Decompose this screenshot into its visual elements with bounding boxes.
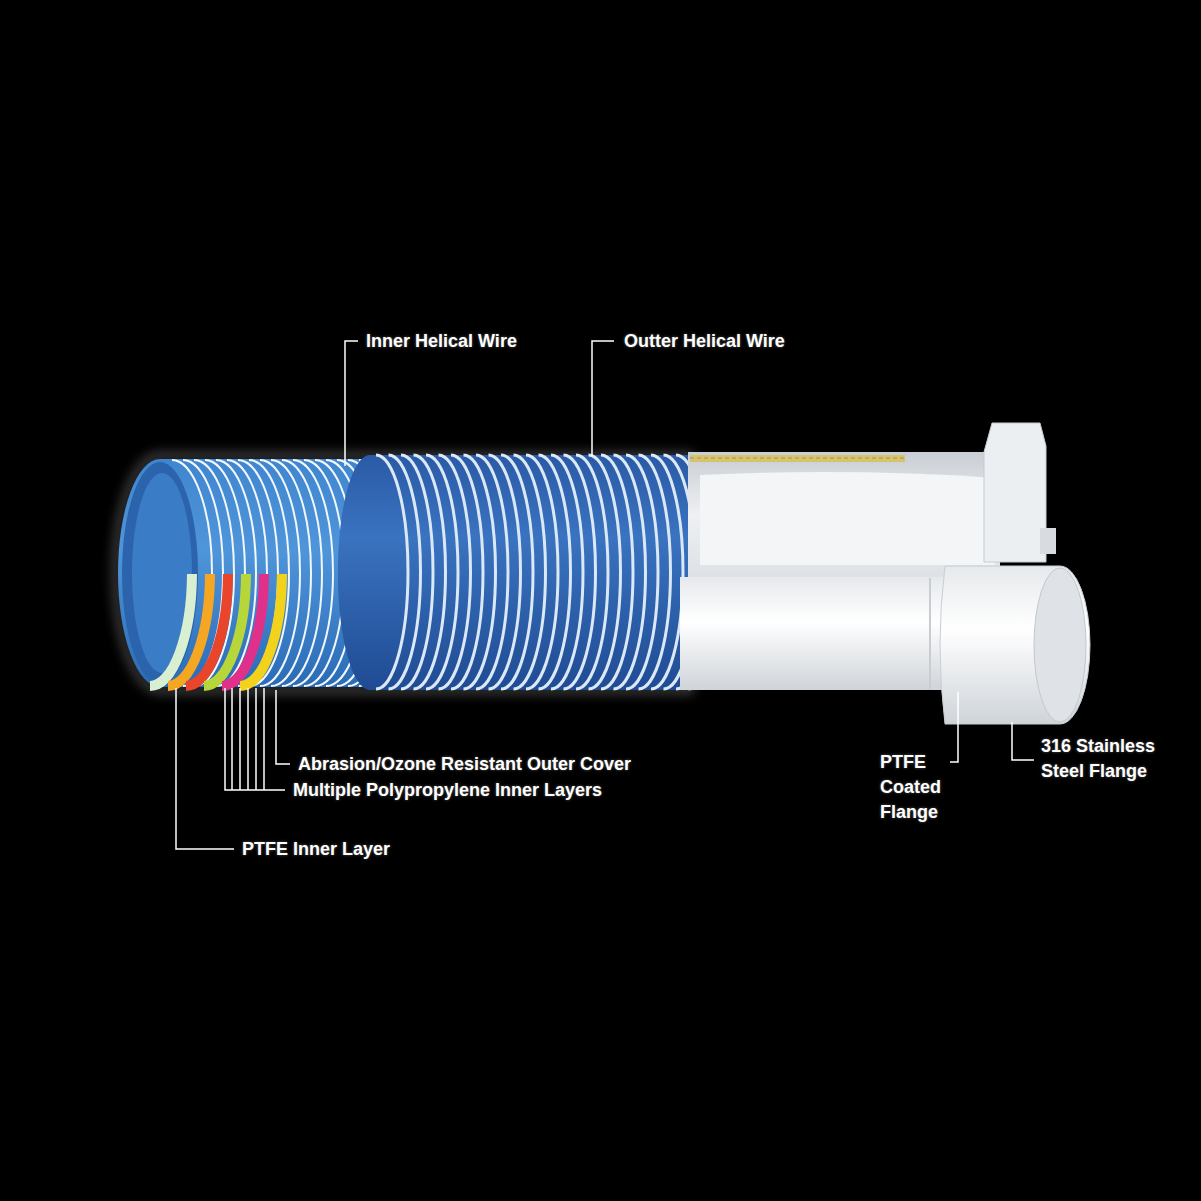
layer-strip-line	[690, 458, 905, 459]
wire-coil	[626, 455, 658, 689]
wire-coil	[539, 455, 571, 689]
layer-strip	[690, 455, 905, 462]
wire-coil	[414, 455, 446, 689]
wire-coil	[401, 455, 433, 689]
part-label: 316 Stainless Steel Flange	[1041, 734, 1191, 784]
fitting-flange-top	[984, 423, 1046, 562]
inner-hose	[118, 459, 370, 687]
wire-coil	[439, 455, 471, 689]
outer-cover	[338, 455, 692, 690]
leader-line	[247, 688, 249, 790]
wire-coil	[526, 455, 558, 689]
part-label: PTFE Coated Flange	[880, 750, 946, 825]
wire-coil	[551, 455, 583, 689]
part-label: Inner Helical Wire	[366, 329, 586, 354]
flange-seam	[929, 578, 931, 690]
layer-label: Multiple Polypropylene Inner Layers	[293, 778, 713, 803]
leader-line	[255, 688, 257, 790]
wire-coil	[271, 460, 311, 686]
outer-helical-wire	[376, 455, 721, 689]
leader-line	[176, 688, 234, 849]
flange-tab	[1040, 528, 1056, 554]
flange-face	[1034, 568, 1086, 722]
cutaway-layers	[150, 574, 282, 686]
wire-coil	[426, 455, 458, 689]
fitting-bore	[700, 472, 995, 565]
leader-lines	[176, 341, 1034, 849]
leader-line	[592, 341, 614, 456]
leader-line	[231, 688, 233, 790]
wire-coil	[389, 455, 421, 689]
leader-line	[225, 688, 285, 790]
wire-coil	[476, 455, 508, 689]
fitting-cut	[688, 452, 1000, 578]
wire-coil	[451, 455, 483, 689]
leader-line	[950, 692, 958, 762]
wire-coil	[589, 455, 621, 689]
part-label: Outter Helical Wire	[624, 329, 844, 354]
leader-line	[276, 690, 290, 764]
wire-coil	[639, 455, 671, 689]
leader-line	[239, 688, 241, 790]
hose-layer	[240, 574, 282, 686]
leader-line	[263, 688, 265, 790]
wire-coil	[651, 455, 683, 689]
stainless-flange	[940, 566, 1090, 724]
leader-line	[345, 341, 358, 466]
wire-coil	[614, 455, 646, 689]
wire-coil	[501, 455, 533, 689]
leader-line	[1012, 722, 1034, 760]
layer-label: Abrasion/Ozone Resistant Outer Cover	[298, 752, 718, 777]
wire-coil	[601, 455, 633, 689]
wire-coil	[464, 455, 496, 689]
hose-opening	[122, 462, 198, 684]
layer-label: PTFE Inner Layer	[242, 837, 482, 862]
ptfe-coated-flange	[680, 577, 945, 690]
wire-coil	[293, 460, 333, 686]
wire-coil	[489, 455, 521, 689]
wire-coil	[376, 455, 408, 689]
wire-coil	[514, 455, 546, 689]
wire-coil	[576, 455, 608, 689]
wire-coil	[282, 460, 322, 686]
wire-coil	[564, 455, 596, 689]
